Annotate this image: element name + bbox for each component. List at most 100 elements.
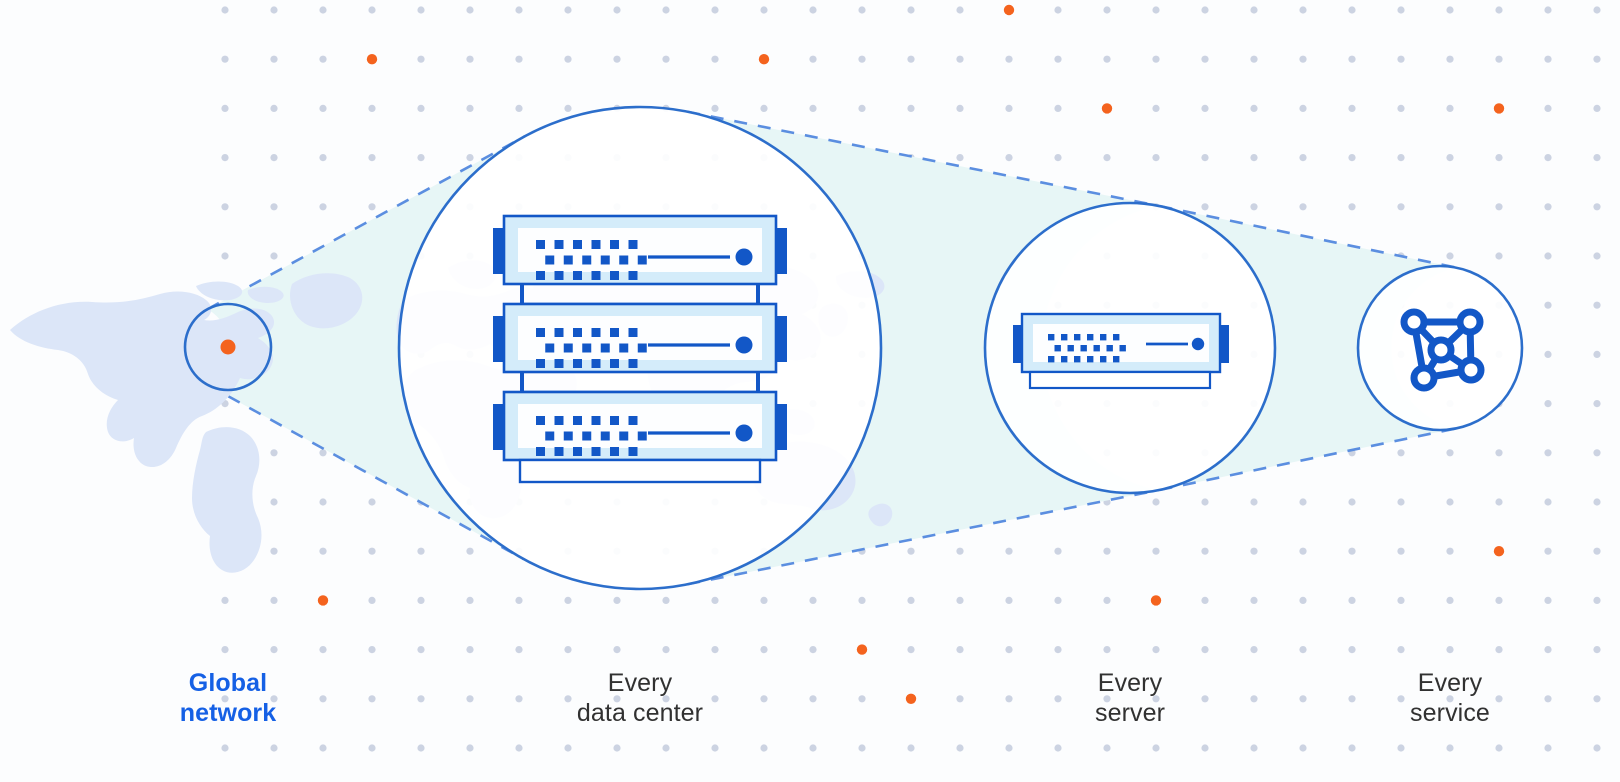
grid-dot — [956, 596, 964, 605]
grid-dot — [956, 154, 964, 162]
vent-cell — [610, 271, 619, 280]
grid-dot — [907, 104, 915, 112]
grid-dot — [270, 252, 278, 260]
grid-dot — [368, 6, 376, 14]
grid-dot — [1593, 596, 1601, 605]
grid-dot — [1446, 203, 1454, 211]
grid-dot — [711, 646, 719, 654]
grid-dot — [711, 6, 719, 14]
grid-dot — [1544, 400, 1552, 408]
grid-dot — [1201, 744, 1209, 752]
grid-dot — [1348, 646, 1356, 654]
grid-dot — [1299, 154, 1307, 162]
vent-cell — [1106, 345, 1113, 352]
grid-dot — [858, 744, 866, 752]
grid-dot — [1348, 154, 1356, 162]
grid-dot — [368, 695, 376, 703]
grid-dot — [417, 744, 425, 752]
vent-cell — [591, 271, 601, 280]
grid-dot — [1397, 449, 1405, 457]
grid-dot — [1446, 449, 1454, 457]
grid-dot — [1593, 695, 1601, 703]
grid-dot — [515, 744, 523, 752]
grid-dot — [1250, 596, 1258, 605]
grid-dot — [417, 55, 425, 63]
vent-cell — [536, 271, 545, 280]
grid-dot — [417, 6, 425, 14]
server-unit-led — [1191, 337, 1205, 351]
grid-dot — [1299, 744, 1307, 752]
grid-dot — [221, 596, 229, 605]
grid-dot — [1103, 547, 1111, 555]
grid-dot — [711, 55, 719, 63]
label-line-2: server — [1094, 699, 1166, 727]
grid-dot — [1397, 547, 1405, 555]
vent-cell — [554, 416, 564, 425]
grid-dot — [1348, 203, 1356, 211]
grid-dot — [1348, 744, 1356, 752]
vent-cell — [619, 343, 629, 353]
vent-cell — [637, 431, 647, 441]
vent-cell — [573, 240, 582, 249]
grid-dot — [809, 6, 817, 14]
grid-dot — [1054, 154, 1062, 162]
grid-dot — [613, 646, 621, 654]
grid-dot — [1397, 596, 1405, 605]
grid-dot — [1348, 104, 1356, 112]
grid-dot — [662, 744, 670, 752]
grid-dot — [1152, 55, 1160, 63]
grid-dot — [1005, 646, 1013, 654]
grid-dot — [1544, 646, 1552, 654]
grid-dot — [564, 744, 572, 752]
vent-cell — [600, 343, 610, 353]
grid-dot — [1544, 547, 1552, 555]
vent-cell — [554, 271, 564, 280]
grid-dot — [760, 6, 768, 14]
label-line-1: Global — [188, 669, 268, 697]
grid-dot — [1544, 252, 1552, 260]
grid-dot — [858, 596, 866, 605]
grid-dot — [1152, 498, 1160, 506]
funnel-datacenter-to-server-edge-lower — [686, 488, 1159, 586]
grid-dot — [662, 646, 670, 654]
grid-dot — [368, 203, 376, 211]
vent-cell — [628, 271, 638, 280]
grid-dot — [1544, 104, 1552, 112]
grid-dot — [760, 744, 768, 752]
vent-cell — [1080, 345, 1087, 352]
grid-dot — [319, 6, 327, 14]
grid-dot — [368, 154, 376, 162]
vent-cell — [573, 416, 582, 425]
grid-dot — [319, 55, 327, 63]
rack-rail-right-1 — [756, 284, 760, 306]
vent-cell — [1087, 334, 1094, 341]
grid-dot-highlight — [1150, 595, 1162, 606]
label-line-1: Every — [607, 669, 673, 697]
grid-dot — [858, 6, 866, 14]
grid-dot — [1544, 449, 1552, 457]
vent-cell — [610, 240, 619, 249]
grid-dot — [1152, 154, 1160, 162]
vent-cell — [573, 271, 582, 280]
vent-cell — [628, 447, 638, 456]
grid-dot — [662, 695, 670, 703]
grid-dot — [711, 695, 719, 703]
grid-dot — [1593, 55, 1601, 63]
grid-dot — [270, 596, 278, 605]
grid-dot — [319, 744, 327, 752]
vent-cell — [600, 255, 610, 265]
grid-dot — [613, 6, 621, 14]
grid-dot — [1446, 744, 1454, 752]
vent-cell — [1100, 356, 1107, 363]
grid-dot — [1593, 547, 1601, 555]
vent-cell — [563, 343, 573, 353]
grid-dot — [662, 596, 670, 605]
grid-dot — [907, 547, 915, 555]
vent-cell — [1048, 334, 1055, 341]
grid-dot-highlight — [1493, 103, 1505, 114]
vent-cell — [563, 255, 573, 265]
rack-base-rail — [518, 458, 762, 484]
grid-dot — [711, 104, 719, 112]
grid-dot — [270, 104, 278, 112]
